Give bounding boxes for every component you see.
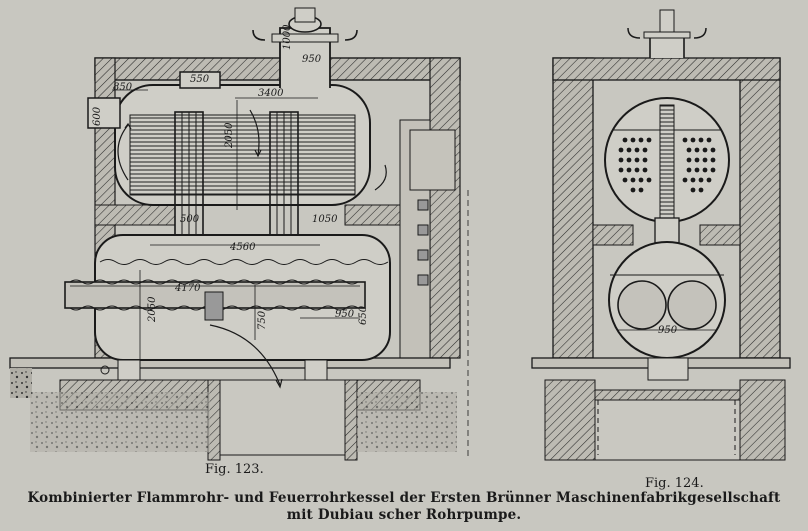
- caption-line-2: mit Dubiau scher Rohrpumpe.: [286, 507, 522, 523]
- fig123-drawing: 1000 950 550 850 600 3400 2050 500 1050 …: [9, 7, 469, 461]
- dim-950-top: 950: [302, 54, 322, 65]
- dim-750: 750: [257, 310, 268, 330]
- fig124-lower-drum: 950: [608, 217, 726, 381]
- fig123-upper-drum: [87, 7, 371, 278]
- fig123-dimension-labels: 1000 950 550 850 600 3400 2050 500 1050 …: [92, 24, 369, 330]
- dim-3400: 3400: [258, 88, 284, 99]
- dim-500: 500: [180, 214, 200, 225]
- fig123-dimension-lines: [70, 89, 469, 460]
- dim-600-left: 600: [92, 106, 103, 126]
- dim-550: 550: [190, 74, 210, 85]
- dim-4560: 4560: [229, 242, 256, 253]
- dim-2050-lower: 2050: [147, 296, 158, 323]
- fig123-lower-drum: [64, 234, 391, 381]
- fig123-masonry: [9, 57, 461, 461]
- fig124-masonry: [531, 57, 791, 461]
- dim-850: 850: [113, 82, 133, 93]
- dim-1050: 1050: [312, 214, 338, 225]
- caption-line-1: Kombinierter Flammrohr- und Feuerrohrkes…: [27, 490, 781, 506]
- fig123-gas-flow-arrows: [117, 109, 387, 389]
- dim-950-fig124: 950: [658, 325, 678, 336]
- dim-1000: 1000: [282, 24, 293, 50]
- dim-950-mid: 950: [335, 309, 355, 320]
- fig124-label: Fig. 124.: [645, 476, 704, 491]
- fig124-drawing: 950: [531, 9, 791, 461]
- fig123-label: Fig. 123.: [205, 462, 264, 477]
- dim-650: 650: [358, 305, 369, 325]
- dim-4170: 4170: [174, 283, 201, 294]
- dim-2050-upper: 2050: [224, 122, 235, 149]
